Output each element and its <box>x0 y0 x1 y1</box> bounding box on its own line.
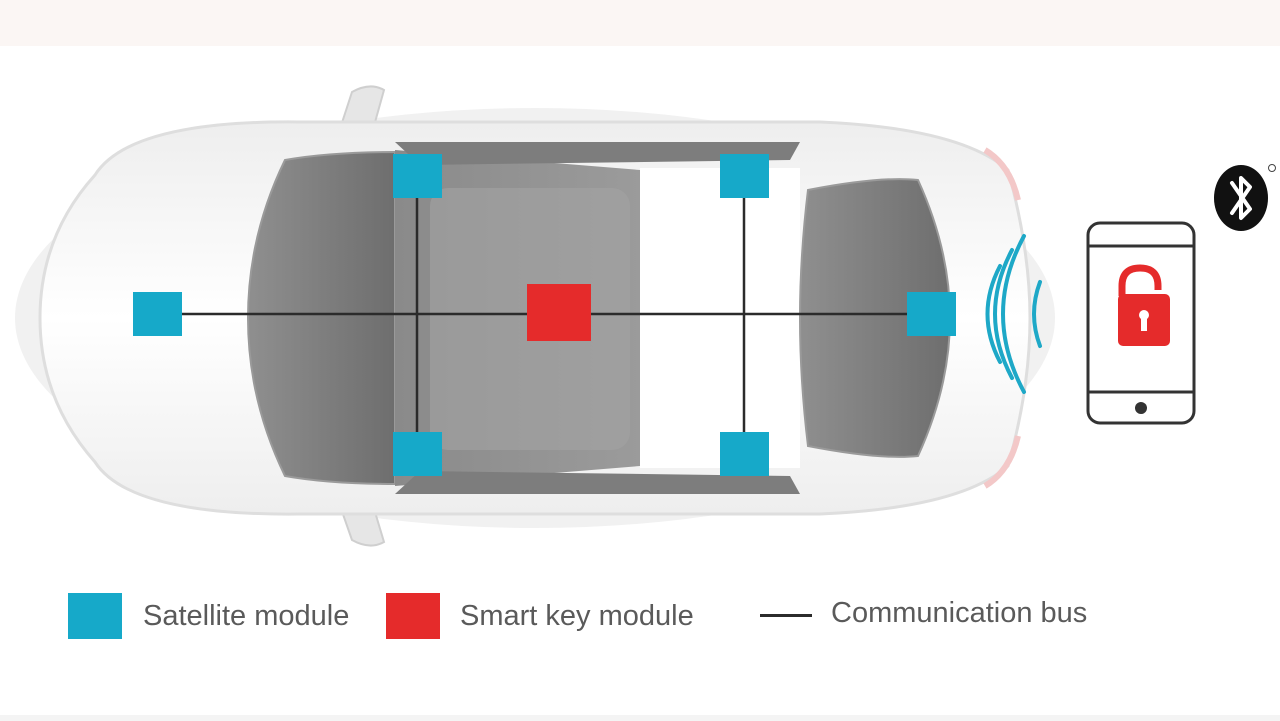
satellite-module-front <box>907 292 956 336</box>
top-background-strip <box>0 0 1280 46</box>
satellite-module-rear-top <box>393 154 442 198</box>
satellite-module-front-top <box>720 154 769 198</box>
legend-smart-key-swatch <box>386 593 440 639</box>
wireless-signal-icon <box>985 234 1042 394</box>
modules <box>133 154 956 476</box>
smart-key-module <box>527 284 591 341</box>
satellite-module-rear-bottom <box>393 432 442 476</box>
legend-smart-key-label: Smart key module <box>460 600 694 632</box>
vehicle-network-diagram <box>15 85 1276 547</box>
bluetooth-icon <box>1214 164 1276 231</box>
legend-satellite-swatch <box>68 593 122 639</box>
legend-satellite-label: Satellite module <box>143 600 350 632</box>
bottom-background-strip <box>0 715 1280 721</box>
legend: Satellite module Smart key module Commun… <box>0 588 1280 648</box>
unlocked-padlock-icon <box>1118 264 1170 346</box>
legend-bus-label: Communication bus <box>831 597 1088 629</box>
satellite-module-rear <box>133 292 182 336</box>
legend-bus-line <box>760 614 812 617</box>
satellite-module-front-bottom <box>720 432 769 476</box>
